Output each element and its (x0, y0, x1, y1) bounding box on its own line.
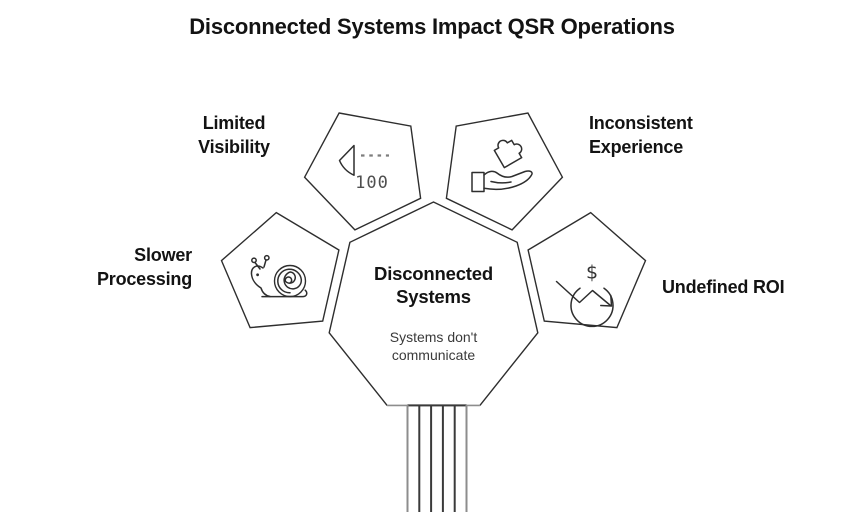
hand-cuff (471, 171, 485, 193)
label-undefined-roi: Undefined ROI (662, 277, 785, 297)
gauge-meter-icon: 100 (338, 144, 389, 193)
pentagon-limited-visibility (303, 112, 422, 231)
label-limited-visibility: Limited Visibility (198, 113, 270, 157)
snail-icon (250, 254, 308, 298)
connector-pipes (406, 404, 468, 512)
pentagon-inconsistent-experience (445, 112, 564, 231)
center-title: Disconnected Systems (374, 263, 493, 307)
center-subtitle: Systems don't communicate (389, 329, 478, 363)
snail-eye (256, 273, 259, 277)
gauge-value-text: 100 (355, 173, 389, 193)
hand-puzzle-icon (471, 139, 533, 193)
label-slower-processing: Slower Processing (96, 245, 192, 289)
page-title: Disconnected Systems Impact QSR Operatio… (189, 14, 675, 39)
dollar-decline-icon: $ (555, 262, 614, 328)
heptagon-shape (328, 201, 539, 406)
pentagon-undefined-roi (527, 211, 647, 329)
dollar-sign-text: $ (586, 262, 598, 284)
label-inconsistent-experience: Inconsistent Experience (589, 113, 693, 157)
